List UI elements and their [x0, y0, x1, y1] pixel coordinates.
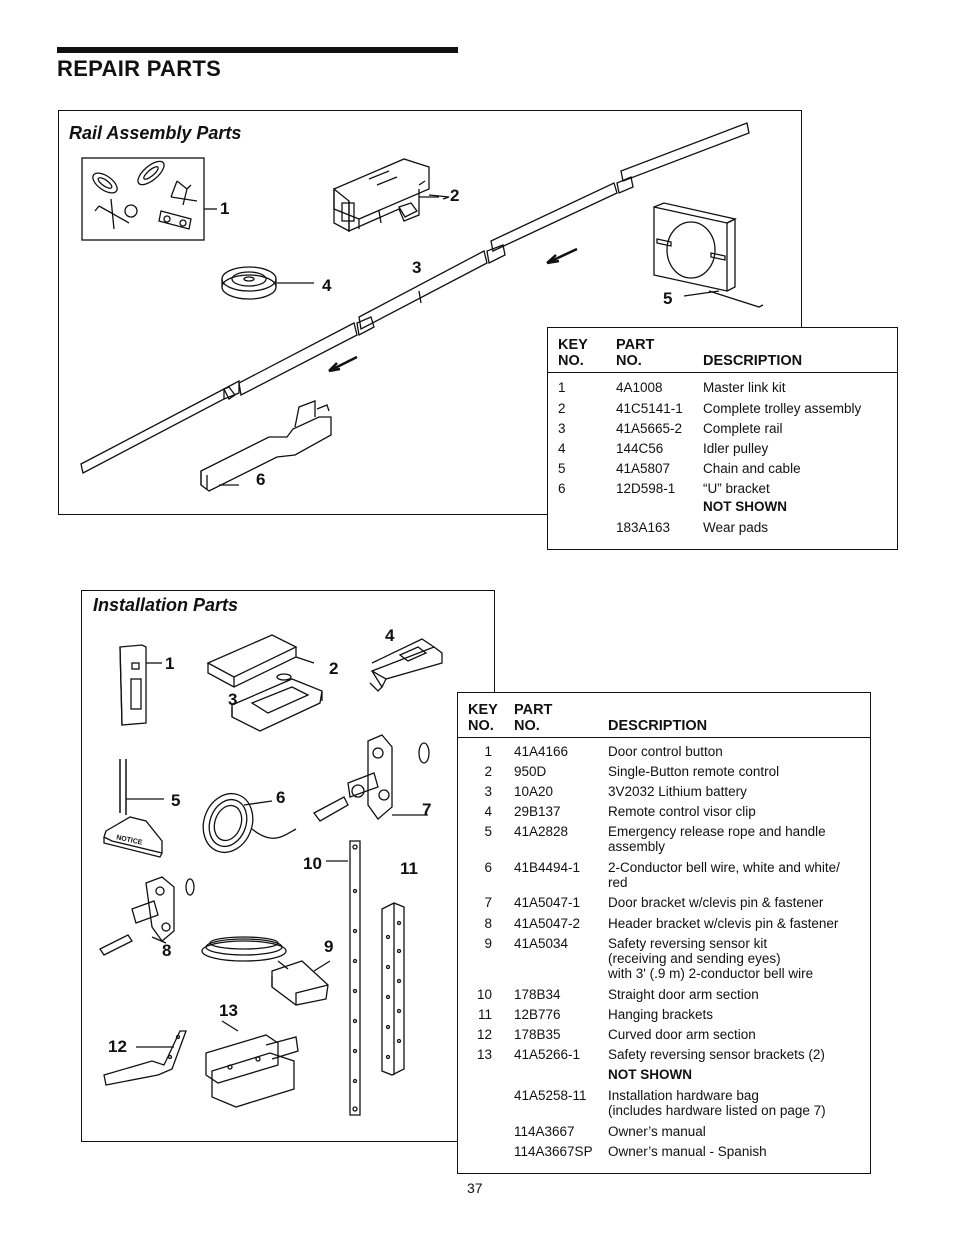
installation-illustration	[99, 634, 443, 1116]
emergency-release-illustration	[103, 759, 164, 858]
rail-table-header: KEY NO. PART NO. DESCRIPTION	[548, 328, 897, 373]
door-bracket-illustration	[313, 734, 430, 822]
table-row: NOT SHOWN	[548, 499, 897, 520]
table-row: 183A163 Wear pads	[616, 520, 769, 535]
trolley-illustration	[333, 158, 450, 233]
table-row: NOT SHOWN	[458, 1067, 870, 1088]
rail-assembly-panel: Rail Assembly Parts	[58, 110, 802, 515]
rail-callout-5: 5	[663, 289, 673, 308]
install-callout-11: 11	[400, 859, 418, 878]
rail-callout-2: 2	[450, 186, 460, 205]
install-callout-13: 13	[219, 1001, 238, 1020]
master-link-kit-illustration	[81, 157, 217, 241]
u-bracket-illustration	[200, 400, 332, 492]
curved-door-arm-illustration	[103, 1030, 187, 1086]
rail-assembly-illustration	[80, 122, 764, 492]
install-callout-12: 12	[108, 1037, 127, 1056]
install-callout-8: 8	[162, 941, 172, 960]
rail-callout-6: 6	[256, 470, 266, 489]
table-row: 5 41A5807 Chain and cable	[558, 461, 801, 476]
table-row: 3 41A5665-2 Complete rail	[558, 421, 783, 436]
install-callout-5: 5	[171, 791, 181, 810]
rail-parts-table: KEY NO. PART NO. DESCRIPTION 1 4A1008 Ma…	[547, 327, 898, 550]
header-bracket-illustration	[99, 876, 195, 956]
install-callout-7: 7	[422, 800, 432, 819]
rail-callout-4: 4	[322, 276, 332, 295]
sensor-brackets-illustration	[205, 1020, 299, 1108]
page-number: 37	[467, 1180, 483, 1196]
table-row: 2 41C5141-1 Complete trolley assembly	[558, 401, 862, 416]
key-no-header: KEY NO.	[558, 337, 588, 369]
key-no-header: KEY NO.	[468, 702, 498, 734]
not-shown-label: NOT SHOWN	[703, 499, 787, 514]
install-callout-2: 2	[329, 659, 339, 678]
title-rule	[57, 47, 458, 53]
visor-clip-illustration	[369, 638, 443, 692]
install-table-header: KEY NO. PART NO. DESCRIPTION	[458, 693, 870, 738]
description-header: DESCRIPTION	[608, 718, 708, 734]
install-callout-3: 3	[228, 690, 238, 709]
install-callout-4: 4	[385, 626, 395, 645]
description-header: DESCRIPTION	[703, 353, 803, 369]
table-row: 4 144C56 Idler pulley	[558, 441, 769, 456]
door-control-button-illustration	[119, 644, 162, 726]
installation-panel-title: Installation Parts	[93, 595, 239, 615]
rail-callout-3: 3	[412, 258, 422, 277]
install-callout-6: 6	[276, 788, 286, 807]
part-no-header: PART NO.	[616, 337, 655, 369]
install-callout-9: 9	[324, 937, 334, 956]
page-title: REPAIR PARTS	[57, 56, 222, 81]
straight-door-arm-illustration	[326, 840, 361, 1116]
idler-pulley-illustration	[221, 266, 314, 300]
installation-panel: Installation Parts	[81, 590, 495, 1142]
part-no-header: PART NO.	[514, 702, 553, 734]
rail-callout-1: 1	[220, 199, 230, 218]
install-callout-1: 1	[165, 654, 175, 673]
chain-cable-illustration	[653, 202, 764, 308]
safety-sensor-illustration	[201, 936, 331, 1006]
install-callout-10: 10	[303, 854, 322, 873]
rail-illustration	[80, 122, 750, 474]
table-row: 6 12D598-1 “U” bracket	[558, 481, 770, 496]
rail-panel-title: Rail Assembly Parts	[69, 123, 242, 143]
hanging-bracket-illustration	[381, 902, 405, 1076]
table-row: 1 4A1008 Master link kit	[558, 380, 786, 395]
bell-wire-illustration	[202, 792, 297, 854]
remote-control-illustration	[206, 634, 323, 732]
not-shown-label: NOT SHOWN	[608, 1067, 692, 1082]
